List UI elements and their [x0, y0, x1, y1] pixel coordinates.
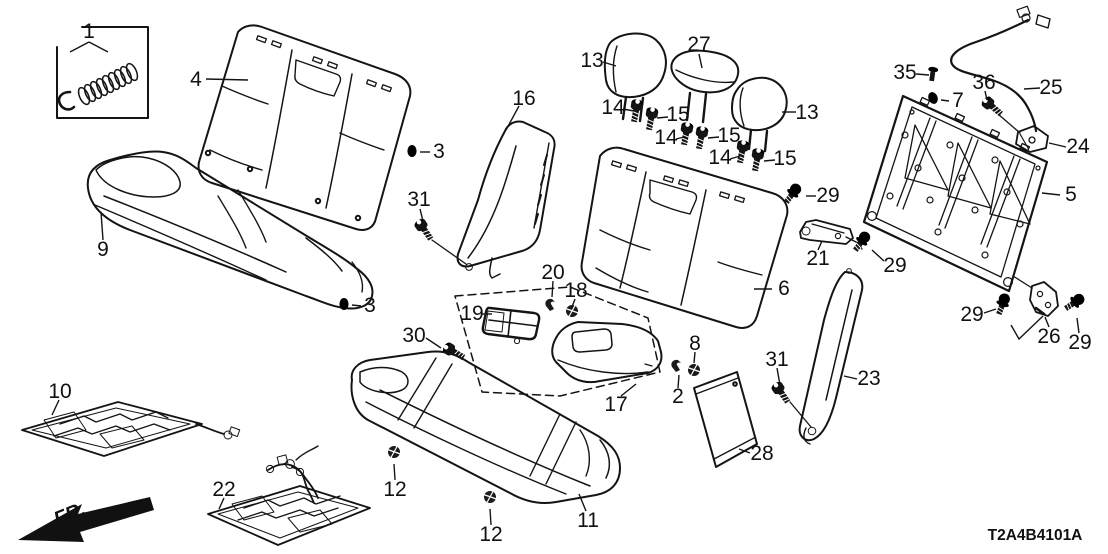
callout-part-17: 17: [604, 393, 627, 416]
center-panel-28: [693, 371, 758, 468]
side-bolster-pad-16: [456, 120, 556, 279]
callout-part-23: 23: [857, 367, 880, 390]
bolt-31-b: [769, 379, 794, 406]
bolt-29-d: [1061, 290, 1088, 315]
wire-harness: [265, 463, 315, 504]
callout-part-19: 19: [460, 302, 483, 325]
callout-part-2: 2: [672, 385, 684, 408]
callout-part-13-a: 13: [580, 49, 603, 72]
nut-18: [564, 304, 580, 324]
clip-12-a: [386, 445, 402, 465]
callout-part-20: 20: [541, 261, 564, 284]
callout-part-29-c: 29: [960, 303, 983, 326]
bolt-31-a-lead: [431, 239, 467, 265]
front-direction-indicator: FR.: [18, 497, 154, 542]
callout-part-7: 7: [952, 89, 964, 112]
callout-part-13-b: 13: [795, 101, 818, 124]
release-cable-25: [950, 5, 1051, 133]
callout-part-25: 25: [1039, 76, 1062, 99]
leader-lines: [51, 41, 1080, 526]
headrest-center-27: [670, 49, 740, 124]
grommet-3-b: [339, 298, 349, 310]
callout-part-21: 21: [806, 247, 829, 270]
cup-holder-tray-19: [481, 306, 541, 345]
callout-part-28: 28: [750, 442, 773, 465]
callout-part-29-d: 29: [1068, 331, 1091, 354]
headrest-right-13: [731, 76, 788, 153]
callout-part-27: 27: [687, 33, 710, 56]
headrest-guide-bolts: [627, 97, 766, 173]
callout-part-3-b: 3: [364, 294, 376, 317]
bolt-36: [979, 94, 1006, 120]
callout-part-9: 9: [97, 238, 109, 261]
seat-back-cover-6: [580, 146, 789, 329]
callout-part-36: 36: [972, 71, 995, 94]
callout-part-1: 1: [83, 20, 95, 43]
seat-cushion-pad-11: [350, 350, 621, 504]
callout-part-14-b: 14: [654, 126, 678, 149]
callout-part-18: 18: [564, 279, 587, 302]
callout-part-15-b: 15: [717, 124, 740, 147]
front-arrow-icon: [18, 497, 154, 542]
callout-part-15-c: 15: [773, 147, 796, 170]
callout-part-29-a: 29: [816, 184, 839, 207]
seat-back-cover-4: [197, 24, 412, 231]
bolt-31-b-lead: [789, 401, 812, 428]
armrest-assembly-outline: [454, 286, 661, 397]
callout-part-14-c: 14: [708, 146, 732, 169]
callout-part-5: 5: [1065, 183, 1077, 206]
callout-part-6: 6: [778, 277, 790, 300]
callout-part-31-b: 31: [765, 348, 788, 371]
hinge-bracket-26: [1012, 275, 1059, 317]
callout-part-35: 35: [893, 61, 916, 84]
callout-part-15-a: 15: [666, 103, 689, 126]
callout-part-11: 11: [577, 509, 599, 532]
callout-part-3-a: 3: [433, 140, 445, 163]
coil-spring: [77, 62, 139, 106]
bolt-29-c: [992, 291, 1013, 317]
seat-back-frame-5: [862, 94, 1049, 293]
hook-clip-20: [545, 298, 555, 311]
callout-part-16: 16: [512, 87, 535, 110]
nut-8: [686, 363, 702, 383]
callout-part-12-b: 12: [479, 523, 502, 546]
repair-kit-box: [56, 26, 149, 119]
cable-bracket-24: [997, 113, 1049, 153]
diagram-code: T2A4B4101A: [988, 527, 1083, 544]
hook-clip-2: [671, 359, 681, 372]
callout-part-14-a: 14: [601, 96, 625, 119]
hinge-bracket-21: [799, 219, 863, 250]
armrest-17: [551, 321, 663, 384]
callout-part-8: 8: [689, 332, 701, 355]
callout-part-22: 22: [212, 478, 235, 501]
callout-part-24: 24: [1066, 135, 1090, 158]
callout-part-30: 30: [402, 324, 425, 347]
bolt-31-a: [412, 216, 437, 243]
callout-part-12-a: 12: [383, 478, 406, 501]
grommet-3-a: [407, 145, 417, 157]
callout-part-29-b: 29: [883, 254, 906, 277]
seat-heater-10: [21, 401, 241, 457]
clip-12-b: [482, 490, 498, 510]
side-bolster-pad-23: [798, 268, 864, 445]
seat-cushion-pad-9: [86, 150, 374, 310]
callout-part-10: 10: [48, 380, 71, 403]
callout-part-31-a: 31: [407, 188, 430, 211]
callout-part-4: 4: [190, 68, 202, 91]
callout-part-26: 26: [1037, 325, 1060, 348]
seat-heater-22: [207, 445, 371, 546]
screw-35: [926, 66, 939, 82]
